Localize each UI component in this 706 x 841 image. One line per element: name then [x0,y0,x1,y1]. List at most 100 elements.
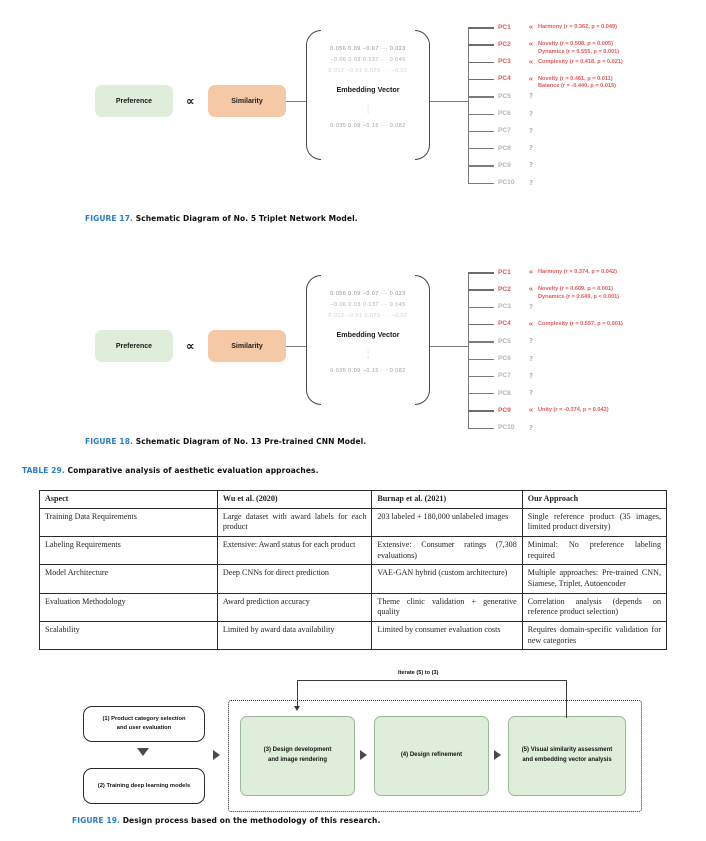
fig18-embedding-row-last: 0.035 0.09 −0.15 ··· 0.082 [330,368,406,375]
table-cell-r0-c2: 203 labeled + 180,000 unlabeled images [371,507,523,538]
fig18-embedding-inner: 0.056 0.09 −0.07 ··· 0.023−0.06 0.03 0.1… [318,275,418,403]
table-29-caption-label: TABLE 29. [22,466,65,475]
fig17-component-label-pc6: PC6 [498,110,511,117]
fig18-leaf-line-pc8 [468,393,494,395]
figure-17-caption-label: FIGURE 17. [85,214,133,223]
fig18-embedding-row-3: 0.012 −0.01 0.079 ··· −0.02 [328,313,408,319]
fig18-trunk-line [468,272,470,428]
flow-arrow-step3-step4 [360,750,367,760]
fig18-component-label-pc7: PC7 [498,372,511,380]
table-header-cell-3: Our Approach [521,490,668,509]
fig17-component-symbol-pc1: ∝ [528,23,534,31]
table-cell-r3-c2: Theme clinic validation + generative qua… [371,592,523,623]
fig17-connector-embedding-trunk [430,101,468,103]
figure-19-caption: FIGURE 19. Design process based on the m… [72,816,380,825]
fig18-embedding-row-2: −0.06 0.03 0.137 ··· 0.045 [330,302,406,308]
fig18-leaf-line-pc1 [468,272,494,274]
fig18-component-symbol-pc8: ? [528,389,534,398]
fig17-leaf-line-pc2 [468,44,494,46]
fig18-leaf-line-pc10 [468,427,494,430]
fig18-component-pc10: PC10? [498,423,538,433]
table-cell-r1-c0: Labeling Requirements [39,536,218,566]
figure-17-caption-text: Schematic Diagram of No. 5 Triplet Netwo… [135,214,358,223]
fig17-component-pc7: PC7? [498,126,538,136]
fig17-component-text-pc1: Harmony (r = 0.362, p = 0.049) [538,24,617,30]
fig18-connector-similarity-embedding [286,346,306,348]
fig17-trunk-line [468,27,470,183]
fig17-leaf-line-pc3 [468,61,494,64]
fig17-embedding-title: Embedding Vector [336,85,400,94]
fig18-component-label-pc1: PC1 [498,268,511,276]
fig18-leaf-line-pc5 [468,341,494,343]
table-header-cell-0: Aspect [39,490,218,509]
fig18-component-symbol-pc10: ? [528,423,534,432]
table-cell-r1-c1: Extensive: Award status for each product [216,536,373,566]
table-29-caption: TABLE 29. Comparative analysis of aesthe… [22,466,319,475]
fig17-leaf-line-pc10 [468,182,494,185]
fig18-similarity-node: Similarity [208,330,286,362]
fig17-component-text-pc3: Complexity (r = 0.418, p = 0.021) [538,58,623,65]
fig17-embedding-row-3: 0.012 −0.01 0.079 ··· −0.02 [328,68,408,74]
fig18-leaf-line-pc3 [468,306,494,308]
table-header-cell-2: Burnap et al. (2021) [371,490,523,509]
fig18-component-pc7: PC7? [498,371,538,381]
table-cell-r0-c0: Training Data Requirements [39,507,218,538]
fig18-component-symbol-pc7: ? [528,371,534,380]
fig18-connector-embedding-trunk [430,346,468,348]
fig17-leaf-line-pc6 [468,113,494,115]
fig18-component-pc6: PC6? [498,354,538,364]
fig18-component-label-pc8: PC8 [498,389,511,397]
fig18-preference-node: Preference [95,330,173,362]
fig17-component-symbol-pc8: ? [528,144,534,153]
fig18-component-label-pc5: PC5 [498,337,511,345]
fig17-leaf-line-pc7 [468,130,494,133]
figure-19-caption-label: FIGURE 19. [72,816,120,825]
table-cell-r4-c0: Scalability [39,621,218,651]
fig17-component-pc10: PC10? [498,178,538,188]
fig18-component-label-pc10: PC10 [498,424,515,432]
fig18-component-label-pc6: PC6 [498,355,511,362]
fig18-component-pc8: PC8? [498,388,538,398]
table-cell-r4-c1: Limited by award data availability [216,621,373,651]
table-cell-r3-c1: Award prediction accuracy [216,592,373,623]
table-cell-r3-c3: Correlation analysis (depends on referen… [521,592,668,623]
fig17-component-subtext-pc4: Balance (r = -0.440, p = 0.015) [538,83,617,90]
fig18-component-pc5: PC5? [498,336,538,346]
fig17-component-label-pc2: PC2 [498,40,511,48]
figure-18-caption: FIGURE 18. Schematic Diagram of No. 13 P… [85,437,366,446]
fig17-embedding-row-last: 0.035 0.09 −0.15 ··· 0.082 [330,123,406,130]
fig18-leaf-line-pc9 [468,410,494,412]
table-cell-r1-c3: Minimal: No preference labeling required [521,536,668,566]
flow-iterate-label: Iterate (5) to (3) [398,670,439,676]
flow-step-2: (2) Training deep learning models [83,768,205,804]
flow-step-4: (4) Design refinement [374,716,489,796]
flow-arrow-step1-step2 [137,748,149,756]
flow-iterate-line-horizontal [297,680,567,682]
figure-17-caption: FIGURE 17. Schematic Diagram of No. 5 Tr… [85,214,358,223]
fig17-component-symbol-pc2: ∝ [528,40,534,49]
table-cell-r4-c3: Requires domain-specific validation for … [521,621,668,651]
fig18-embedding-title: Embedding Vector [336,330,400,339]
fig18-component-pc1: PC1∝Harmony (r = 0.374, p = 0.042) [498,267,617,277]
fig17-component-label-pc9: PC9 [498,161,511,169]
fig17-component-label-pc8: PC8 [498,144,511,152]
fig17-component-pc2: PC2∝Novelty (r = 0.508, p = 0.005) [498,39,613,49]
table-29-caption-text: Comparative analysis of aesthetic evalua… [67,466,319,475]
fig17-component-pc8: PC8? [498,143,538,153]
table-cell-r1-c2: Extensive: Consumer ratings (7,308 evalu… [371,536,523,566]
fig17-component-symbol-pc3: ∝ [528,57,534,66]
fig17-component-label-pc5: PC5 [498,92,511,100]
fig17-component-symbol-pc9: ? [528,161,534,170]
fig17-embedding-vector: 0.056 0.09 −0.07 ··· 0.023−0.06 0.03 0.1… [306,30,430,160]
fig18-component-text-pc4: Complexity (r = 0.557, p = 0.001) [538,320,623,327]
flow-iterate-line-up [566,680,568,718]
fig18-embedding-vdots: ··· [366,347,370,361]
fig17-leaf-line-pc1 [468,27,494,29]
table-cell-r2-c3: Multiple approaches: Pre-trained CNN, Si… [521,564,668,594]
